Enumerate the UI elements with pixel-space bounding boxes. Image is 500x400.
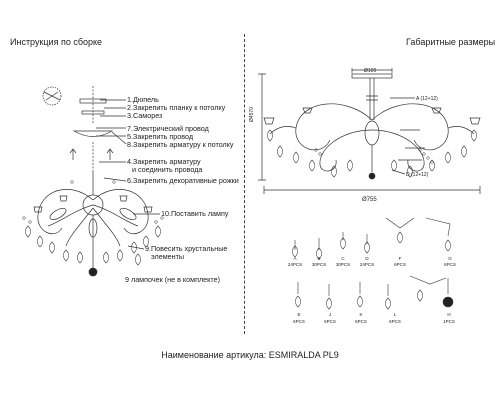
step-6-label: 6.Закрепить декоративные рожки xyxy=(127,176,239,185)
step-3-label: 3.Саморез xyxy=(127,111,163,120)
step-2-label: 2.Закрепить планку к потолку xyxy=(127,103,226,112)
crystal-f-letter: F xyxy=(398,256,402,261)
dimensions-title: Габаритные размеры xyxy=(406,37,496,47)
crystal-c-letter: C xyxy=(341,256,345,261)
step-4-label: 4.Закрепить арматуру xyxy=(127,157,201,166)
crystal-e-count: 6PCS xyxy=(293,319,305,324)
article-name-footer: Наименование артикула: ESMIRALDA PL9 xyxy=(161,350,339,360)
crystal-b-letter: B xyxy=(317,256,321,261)
step-9-label: 9.Повесить хрустальные xyxy=(145,244,228,253)
step-1-label: 1.Дюпель xyxy=(127,95,159,104)
crystal-c-count: 30PCS xyxy=(335,262,351,267)
dimension-drawing xyxy=(258,68,481,194)
crystal-k-count: 6PCS xyxy=(355,319,367,324)
step-10-label: 10.Поставить лампу xyxy=(161,209,229,218)
crystal-g-letter: G xyxy=(448,256,452,261)
step-8-label: 8.Закрепить арматуру к потолку xyxy=(127,140,234,149)
top-width-label: Ø100 xyxy=(364,68,377,74)
crystal-d-callout: D (12+12) xyxy=(406,172,429,178)
crystal-b-count: 30PCS xyxy=(311,262,327,267)
crystal-e-letter: E xyxy=(297,312,301,317)
crystal-parts-legend xyxy=(291,217,454,310)
crystal-g-count: 6PCS xyxy=(444,262,456,267)
step-5-label: 5.Закрепить провод xyxy=(127,132,194,141)
crystal-d-count: 24PCS xyxy=(359,262,375,267)
diameter-label: Ø755 xyxy=(362,197,377,203)
crystal-a-callout: A (12+12) xyxy=(416,96,438,102)
crystal-a-letter: A xyxy=(293,256,297,261)
assembly-diagram xyxy=(33,86,160,277)
bulbs-note: 9 лампочек (не в комплекте) xyxy=(125,275,220,284)
crystal-h-count: 1PCS xyxy=(443,319,455,324)
crystal-l-count: 6PCS xyxy=(389,319,401,324)
section-divider xyxy=(244,34,245,334)
crystal-j-count: 6PCS xyxy=(324,319,336,324)
crystal-h-letter: H xyxy=(447,312,451,317)
crystal-l-letter: L xyxy=(393,312,397,317)
crystal-k-letter: K xyxy=(359,312,363,317)
instructions-title: Инструкция по сборке xyxy=(10,37,103,47)
step-4-label-cont: и соединить провода xyxy=(132,165,203,174)
step-9-label-cont: элементы xyxy=(151,252,185,261)
crystal-d-letter: D xyxy=(365,256,369,261)
step-7-label: 7.Электрический провод xyxy=(127,124,209,133)
crystal-a-count: 24PCS xyxy=(287,262,303,267)
crystal-j-letter: J xyxy=(328,312,332,317)
crystal-f-count: 6PCS xyxy=(394,262,406,267)
